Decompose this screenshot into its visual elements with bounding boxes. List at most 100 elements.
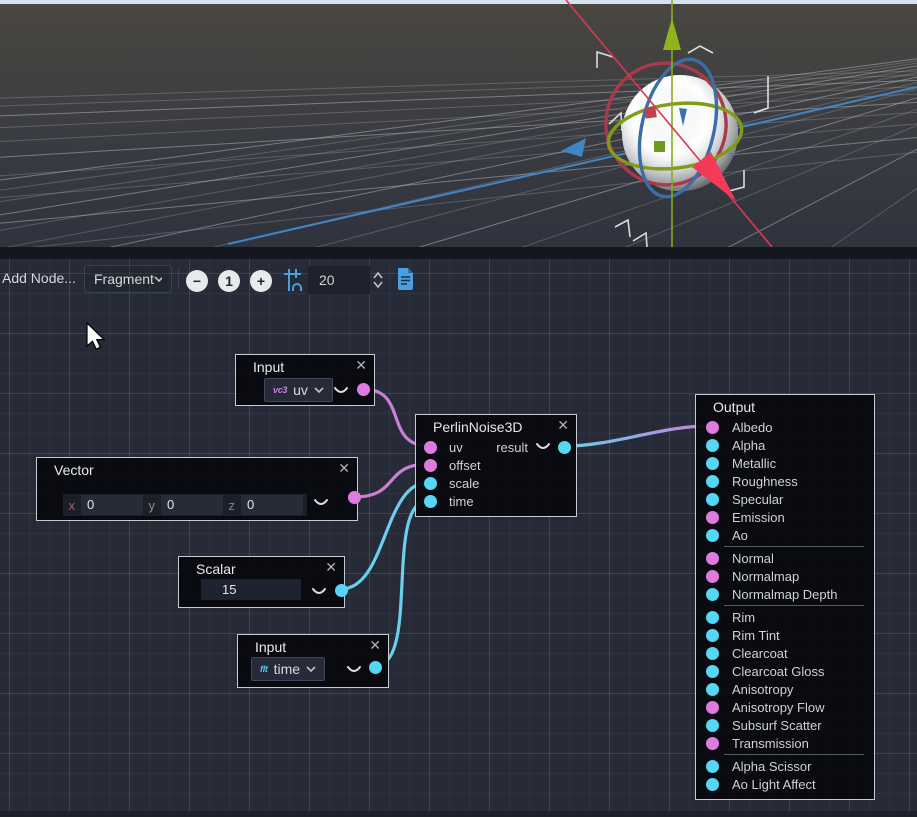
port-normalmap[interactable] (706, 569, 719, 583)
preview-toggle-icon[interactable] (311, 587, 327, 597)
viewport-divider (0, 247, 917, 259)
port-time-out[interactable] (369, 661, 382, 674)
port-anisotropy[interactable] (706, 682, 719, 696)
preview-toggle-icon[interactable] (346, 665, 362, 675)
port-uv-in[interactable] (424, 440, 437, 454)
node-input-uv[interactable]: Input ✕ vc3 uv (235, 354, 375, 406)
port-albedo[interactable] (706, 420, 719, 434)
port-ao[interactable] (706, 528, 719, 542)
shader-script-icon[interactable] (396, 267, 415, 291)
close-icon[interactable]: ✕ (557, 417, 569, 433)
port-offset-in[interactable] (424, 458, 437, 472)
type-badge: vc3 (273, 385, 288, 395)
node-input-time[interactable]: Input ✕ flt time (237, 634, 389, 688)
port-clearcoat-gloss[interactable] (706, 664, 719, 678)
port-alpha[interactable] (706, 438, 719, 452)
port-row-uv: uv (424, 438, 481, 456)
port-anisotropy-flow[interactable] (706, 700, 719, 714)
axis-x-arrow[interactable] (692, 152, 736, 201)
port-emission[interactable] (706, 510, 719, 524)
x-input[interactable]: 0 (81, 495, 143, 515)
port-ao-light-affect[interactable] (706, 777, 719, 791)
output-row-rim-tint: Rim Tint (696, 626, 874, 644)
port-label: Specular (732, 491, 784, 507)
port-alpha-scissor[interactable] (706, 759, 719, 773)
port-rim-tint[interactable] (706, 628, 719, 642)
viewport-3d[interactable] (0, 0, 917, 247)
port-result-out[interactable] (558, 440, 571, 454)
port-scale-in[interactable] (424, 476, 437, 490)
port-label: Clearcoat Gloss (732, 663, 825, 679)
snap-toggle-icon[interactable] (283, 268, 303, 292)
hscrollbar-track[interactable] (0, 811, 917, 817)
output-row-albedo: Albedo (696, 418, 874, 436)
node-title: PerlinNoise3D (433, 419, 523, 435)
node-perlin-noise-3d[interactable]: PerlinNoise3D ✕ uv offset scale time res… (415, 414, 577, 517)
vector-z-cell: z 0 (227, 495, 303, 515)
axis-z-arrow[interactable] (561, 138, 586, 157)
zoom-reset-button[interactable]: 1 (218, 270, 240, 292)
port-normalmap-depth[interactable] (706, 587, 719, 601)
port-label: Rim (732, 609, 756, 625)
chevron-down-icon (306, 666, 316, 672)
port-time-in[interactable] (424, 494, 437, 508)
close-icon[interactable]: ✕ (338, 460, 350, 476)
vector-fields-row: x 0 y 0 z 0 (63, 494, 307, 516)
preview-toggle-icon[interactable] (313, 498, 329, 508)
preview-toggle-icon[interactable] (333, 386, 349, 396)
axis-y-arrow[interactable] (663, 18, 681, 50)
scalar-input[interactable]: 15 (201, 579, 301, 600)
port-label: time (449, 493, 474, 509)
port-rim[interactable] (706, 610, 719, 624)
handle-y[interactable] (654, 141, 665, 152)
z-input[interactable]: 0 (241, 495, 303, 515)
handle-x[interactable] (644, 106, 657, 119)
node-vector[interactable]: Vector ✕ x 0 y 0 z 0 (36, 457, 361, 521)
port-label: Subsurf Scatter (732, 717, 822, 733)
output-row-specular: Specular (696, 490, 874, 508)
port-uv-out[interactable] (357, 383, 370, 396)
port-transmission[interactable] (706, 736, 719, 750)
port-clearcoat[interactable] (706, 646, 719, 660)
port-normal[interactable] (706, 551, 719, 565)
close-icon[interactable]: ✕ (325, 559, 337, 575)
graph-toolbar: Add Node... Fragment − 1 + (0, 262, 917, 298)
port-row-result: result (496, 438, 571, 456)
port-label: Ao Light Affect (732, 776, 816, 792)
sky-horizon (0, 0, 917, 4)
close-icon[interactable]: ✕ (369, 637, 381, 653)
node-title: Input (255, 639, 287, 655)
port-metallic[interactable] (706, 456, 719, 470)
axis-z-line (227, 86, 917, 245)
port-vector-out[interactable] (348, 491, 361, 504)
port-roughness[interactable] (706, 474, 719, 488)
port-subsurf-scatter[interactable] (706, 718, 719, 732)
port-label: Rim Tint (732, 627, 780, 643)
snap-spinner[interactable] (373, 271, 383, 289)
node-title: Scalar (196, 561, 236, 577)
zoom-in-button[interactable]: + (250, 270, 272, 292)
snap-distance-input[interactable] (308, 266, 370, 294)
input-type-dropdown[interactable]: vc3 uv (264, 378, 333, 402)
input-type-dropdown[interactable]: flt time (251, 657, 326, 681)
port-label: Emission (732, 509, 785, 525)
port-scalar-out[interactable] (335, 584, 348, 597)
port-label: Anisotropy (732, 681, 794, 697)
x-label: x (68, 497, 76, 513)
output-row-transmission: Transmission (696, 734, 874, 752)
y-input[interactable]: 0 (161, 495, 223, 515)
shader-mode-dropdown[interactable]: Fragment (84, 265, 172, 293)
close-icon[interactable]: ✕ (355, 357, 367, 373)
port-specular[interactable] (706, 492, 719, 506)
port-label: Albedo (732, 419, 773, 435)
output-row-normalmap-depth: Normalmap Depth (696, 585, 874, 603)
handle-z[interactable] (679, 108, 687, 126)
add-node-button[interactable]: Add Node... (2, 270, 76, 286)
zoom-out-button[interactable]: − (186, 270, 208, 292)
input-value: time (273, 661, 301, 677)
node-title: Output (713, 399, 756, 415)
port-label: offset (449, 457, 481, 473)
node-scalar[interactable]: Scalar ✕ 15 (178, 556, 348, 608)
preview-toggle-icon[interactable] (535, 442, 551, 452)
